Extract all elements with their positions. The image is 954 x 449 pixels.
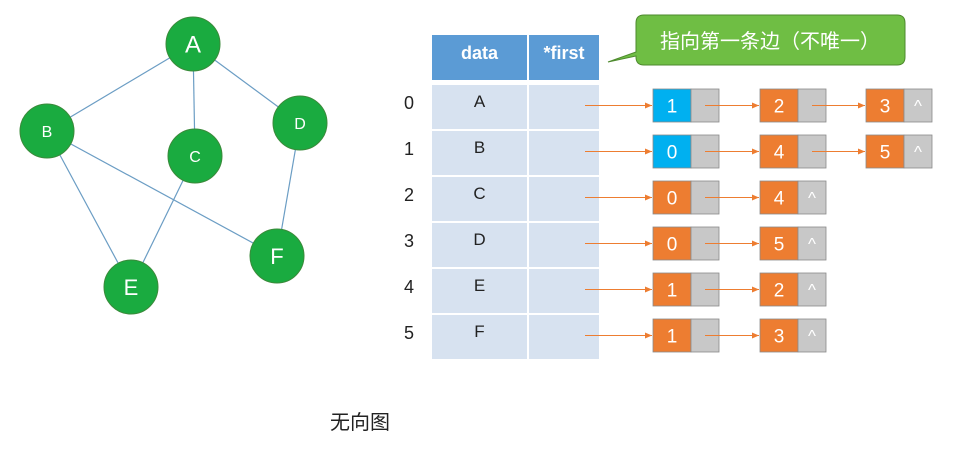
edge-node-F-1 <box>759 318 799 353</box>
graph-node-label-E: E <box>124 275 139 300</box>
vertex-table: data *first 0 A 1 B 2 C 3 D 4 E 5 F <box>404 35 599 359</box>
graph-edge-B-E <box>46 130 132 288</box>
null-terminator: ^ <box>914 143 922 162</box>
data-value-1: B <box>474 138 485 157</box>
graph-node-label-D: D <box>294 116 306 133</box>
data-cell-1 <box>432 131 527 175</box>
edge-node-value: 5 <box>774 235 785 256</box>
table-header-0: data <box>461 43 499 63</box>
table-header-cell <box>529 35 599 80</box>
row-index-4: 4 <box>404 277 414 297</box>
edge-node-value: 2 <box>774 281 785 302</box>
graph-node-D <box>272 95 328 151</box>
first-cell-1 <box>529 131 599 175</box>
null-terminator: ^ <box>808 281 816 300</box>
data-cell-3 <box>432 223 527 267</box>
data-value-3: D <box>473 230 485 249</box>
callout-bubble <box>607 14 906 66</box>
table-header-cell <box>432 35 527 80</box>
edge-node-value: 1 <box>667 97 678 118</box>
row-index-0: 0 <box>404 93 414 113</box>
edge-node-B-1 <box>759 134 799 169</box>
callout-text: 指向第一条边（不唯一） <box>660 29 880 53</box>
edge-node-value: 4 <box>774 143 785 164</box>
edge-node-value: 1 <box>667 281 678 302</box>
edge-node-C-0 <box>652 180 692 215</box>
next-pointer-box <box>903 88 933 123</box>
data-value-2: C <box>473 184 485 203</box>
edge-node-value: 2 <box>774 97 785 118</box>
edge-node-value: 3 <box>880 97 891 118</box>
next-pointer-box <box>797 180 827 215</box>
undirected-graph: A B C D E F <box>19 16 328 315</box>
null-terminator: ^ <box>808 189 816 208</box>
graph-node-label-B: B <box>42 124 53 141</box>
edge-node-value: 1 <box>667 327 678 348</box>
row-index-5: 5 <box>404 323 414 343</box>
data-cell-0 <box>432 85 527 129</box>
edge-node-value: 0 <box>667 189 678 210</box>
null-terminator: ^ <box>808 327 816 346</box>
graph-node-label-C: C <box>189 149 201 166</box>
data-value-4: E <box>474 276 485 295</box>
row-index-3: 3 <box>404 231 414 251</box>
table-header-1: *first <box>543 43 584 63</box>
edge-node-value: 0 <box>667 143 678 164</box>
graph-node-C <box>167 128 223 184</box>
graph-node-F <box>249 228 305 284</box>
next-pointer-box <box>797 272 827 307</box>
graph-node-label-A: A <box>185 32 201 59</box>
next-pointer-box <box>903 134 933 169</box>
edge-node-F-0 <box>652 318 692 353</box>
row-index-2: 2 <box>404 185 414 205</box>
graph-node-E <box>103 259 159 315</box>
null-terminator: ^ <box>808 235 816 254</box>
data-cell-2 <box>432 177 527 221</box>
edge-node-value: 4 <box>774 189 785 210</box>
edge-node-A-0 <box>652 88 692 123</box>
first-cell-0 <box>529 85 599 129</box>
data-value-5: F <box>474 322 484 341</box>
graph-node-A <box>165 16 221 72</box>
edge-node-B-2 <box>865 134 905 169</box>
graph-edge-B-F <box>46 130 278 257</box>
graph-node-label-F: F <box>270 244 283 269</box>
first-cell-2 <box>529 177 599 221</box>
edge-node-E-0 <box>652 272 692 307</box>
graph-caption: 无向图 <box>330 410 390 434</box>
edge-node-C-1 <box>759 180 799 215</box>
row-index-1: 1 <box>404 139 414 159</box>
next-pointer-box <box>797 318 827 353</box>
first-cell-4 <box>529 269 599 313</box>
adjacency-lists: 1 2 3 ^ 0 4 5 ^ 0 4 ^ 0 5 ^ 1 2 ^ 1 3 ^ <box>585 88 933 353</box>
edge-node-value: 3 <box>774 327 785 348</box>
graph-edge-A-B <box>46 43 194 132</box>
graph-node-B <box>19 103 75 159</box>
data-cell-5 <box>432 315 527 359</box>
first-cell-5 <box>529 315 599 359</box>
null-terminator: ^ <box>914 97 922 116</box>
next-pointer-box <box>797 226 827 261</box>
callout: 指向第一条边（不唯一） <box>607 14 906 66</box>
edge-node-value: 5 <box>880 143 891 164</box>
edge-node-value: 0 <box>667 235 678 256</box>
first-cell-3 <box>529 223 599 267</box>
data-cell-4 <box>432 269 527 313</box>
data-value-0: A <box>474 92 486 111</box>
